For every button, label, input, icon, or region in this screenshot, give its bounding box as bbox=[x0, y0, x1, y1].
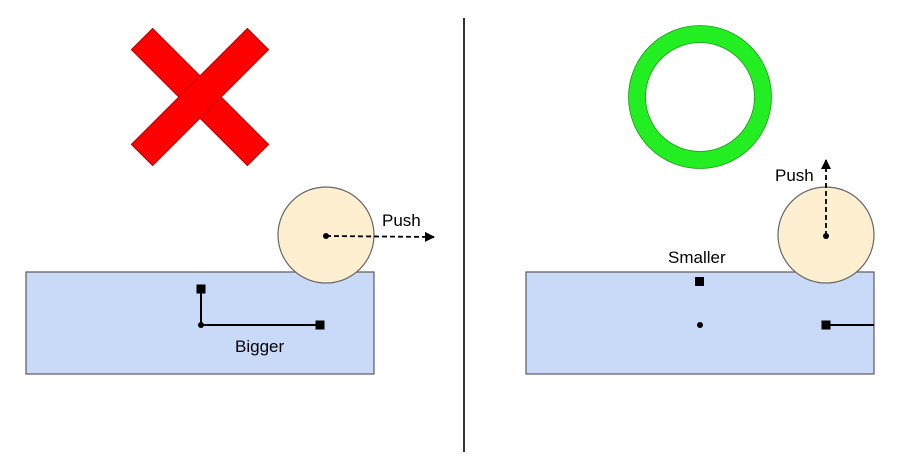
left-panel: Bigger Push bbox=[25, 27, 435, 375]
right-top-marker bbox=[695, 277, 704, 286]
left-push-arrow bbox=[325, 231, 435, 242]
right-panel: Smaller Push bbox=[525, 25, 875, 375]
left-push-label: Push bbox=[382, 211, 421, 230]
green-circle-inner-edge bbox=[645, 42, 755, 152]
bigger-label: Bigger bbox=[235, 337, 284, 356]
green-circle-outer-edge bbox=[628, 25, 772, 169]
smaller-label: Smaller bbox=[668, 248, 726, 267]
left-top-marker bbox=[196, 284, 206, 294]
green-circle-icon bbox=[628, 25, 772, 169]
right-push-label: Push bbox=[775, 166, 814, 185]
left-pivot-dot bbox=[198, 322, 204, 328]
red-x-icon bbox=[130, 27, 270, 167]
left-right-marker bbox=[315, 320, 325, 330]
right-side-marker bbox=[821, 320, 831, 330]
right-center-dot bbox=[697, 322, 703, 328]
